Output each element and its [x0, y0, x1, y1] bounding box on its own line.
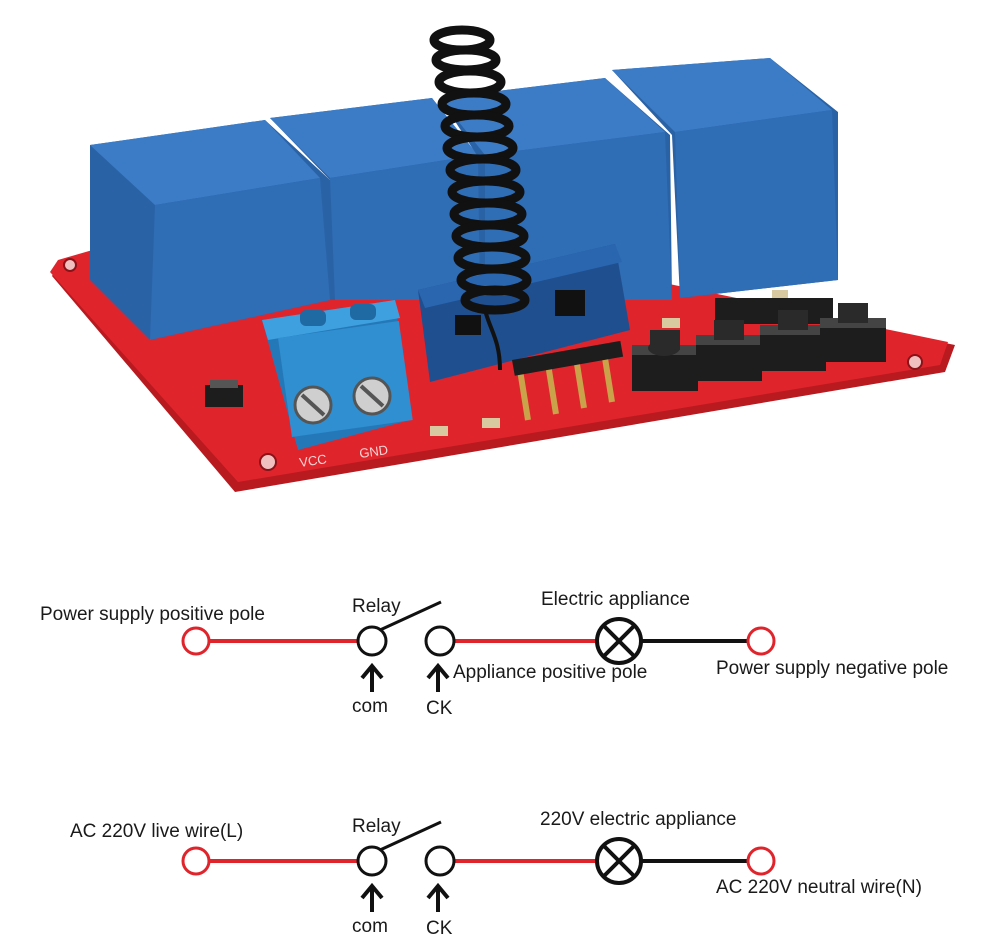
appliance-label: Electric appliance	[541, 589, 690, 610]
appliance-label: 220V electric appliance	[540, 809, 737, 830]
screw-terminal-icon	[262, 300, 413, 450]
relay-ck-contact	[424, 845, 456, 877]
tactile-button-icon	[760, 310, 826, 371]
ck-label: CK	[426, 698, 453, 719]
arrow-up-icon	[360, 662, 384, 692]
terminal-right	[746, 626, 776, 656]
arrow-up-icon	[426, 882, 450, 912]
wiring-diagram-dc: Power supply positive pole Relay Electri…	[0, 580, 1001, 720]
relay-com-contact	[356, 625, 388, 657]
right-label: AC 220V neutral wire(N)	[716, 877, 922, 898]
arrow-up-icon	[426, 662, 450, 692]
relay-com-contact	[356, 845, 388, 877]
terminal-label-vcc: VCC	[298, 451, 327, 470]
relay-cube-icon	[612, 58, 838, 298]
relay-module-photo: VCC GND	[50, 25, 955, 492]
wiring-diagram-ac: AC 220V live wire(L) Relay 220V electric…	[0, 800, 1001, 938]
terminal-left	[181, 846, 211, 876]
ck-label: CK	[426, 918, 453, 939]
relay-switch-arm	[379, 820, 442, 852]
relay-ck-contact	[424, 625, 456, 657]
terminal-label-gnd: GND	[358, 442, 389, 461]
coiled-antenna-icon	[429, 25, 532, 371]
relay-cube-icon	[90, 120, 330, 340]
tactile-button-icon	[820, 303, 886, 362]
left-label: AC 220V live wire(L)	[70, 821, 244, 842]
com-label: com	[352, 916, 388, 937]
com-label: com	[352, 696, 388, 717]
relay-switch-arm	[379, 600, 442, 632]
tactile-button-icon	[632, 330, 698, 391]
relay-label: Relay	[352, 596, 401, 617]
terminal-right	[746, 846, 776, 876]
relay-label: Relay	[352, 816, 401, 837]
left-label: Power supply positive pole	[40, 604, 265, 625]
lamp-icon	[595, 617, 643, 665]
tactile-button-icon	[696, 320, 762, 381]
positive-label: Appliance positive pole	[453, 662, 648, 683]
relay-cube-icon	[270, 98, 480, 300]
terminal-left	[181, 626, 211, 656]
lamp-icon	[595, 837, 643, 885]
header-pins	[512, 340, 624, 421]
arrow-up-icon	[360, 882, 384, 912]
right-label: Power supply negative pole	[716, 658, 949, 679]
